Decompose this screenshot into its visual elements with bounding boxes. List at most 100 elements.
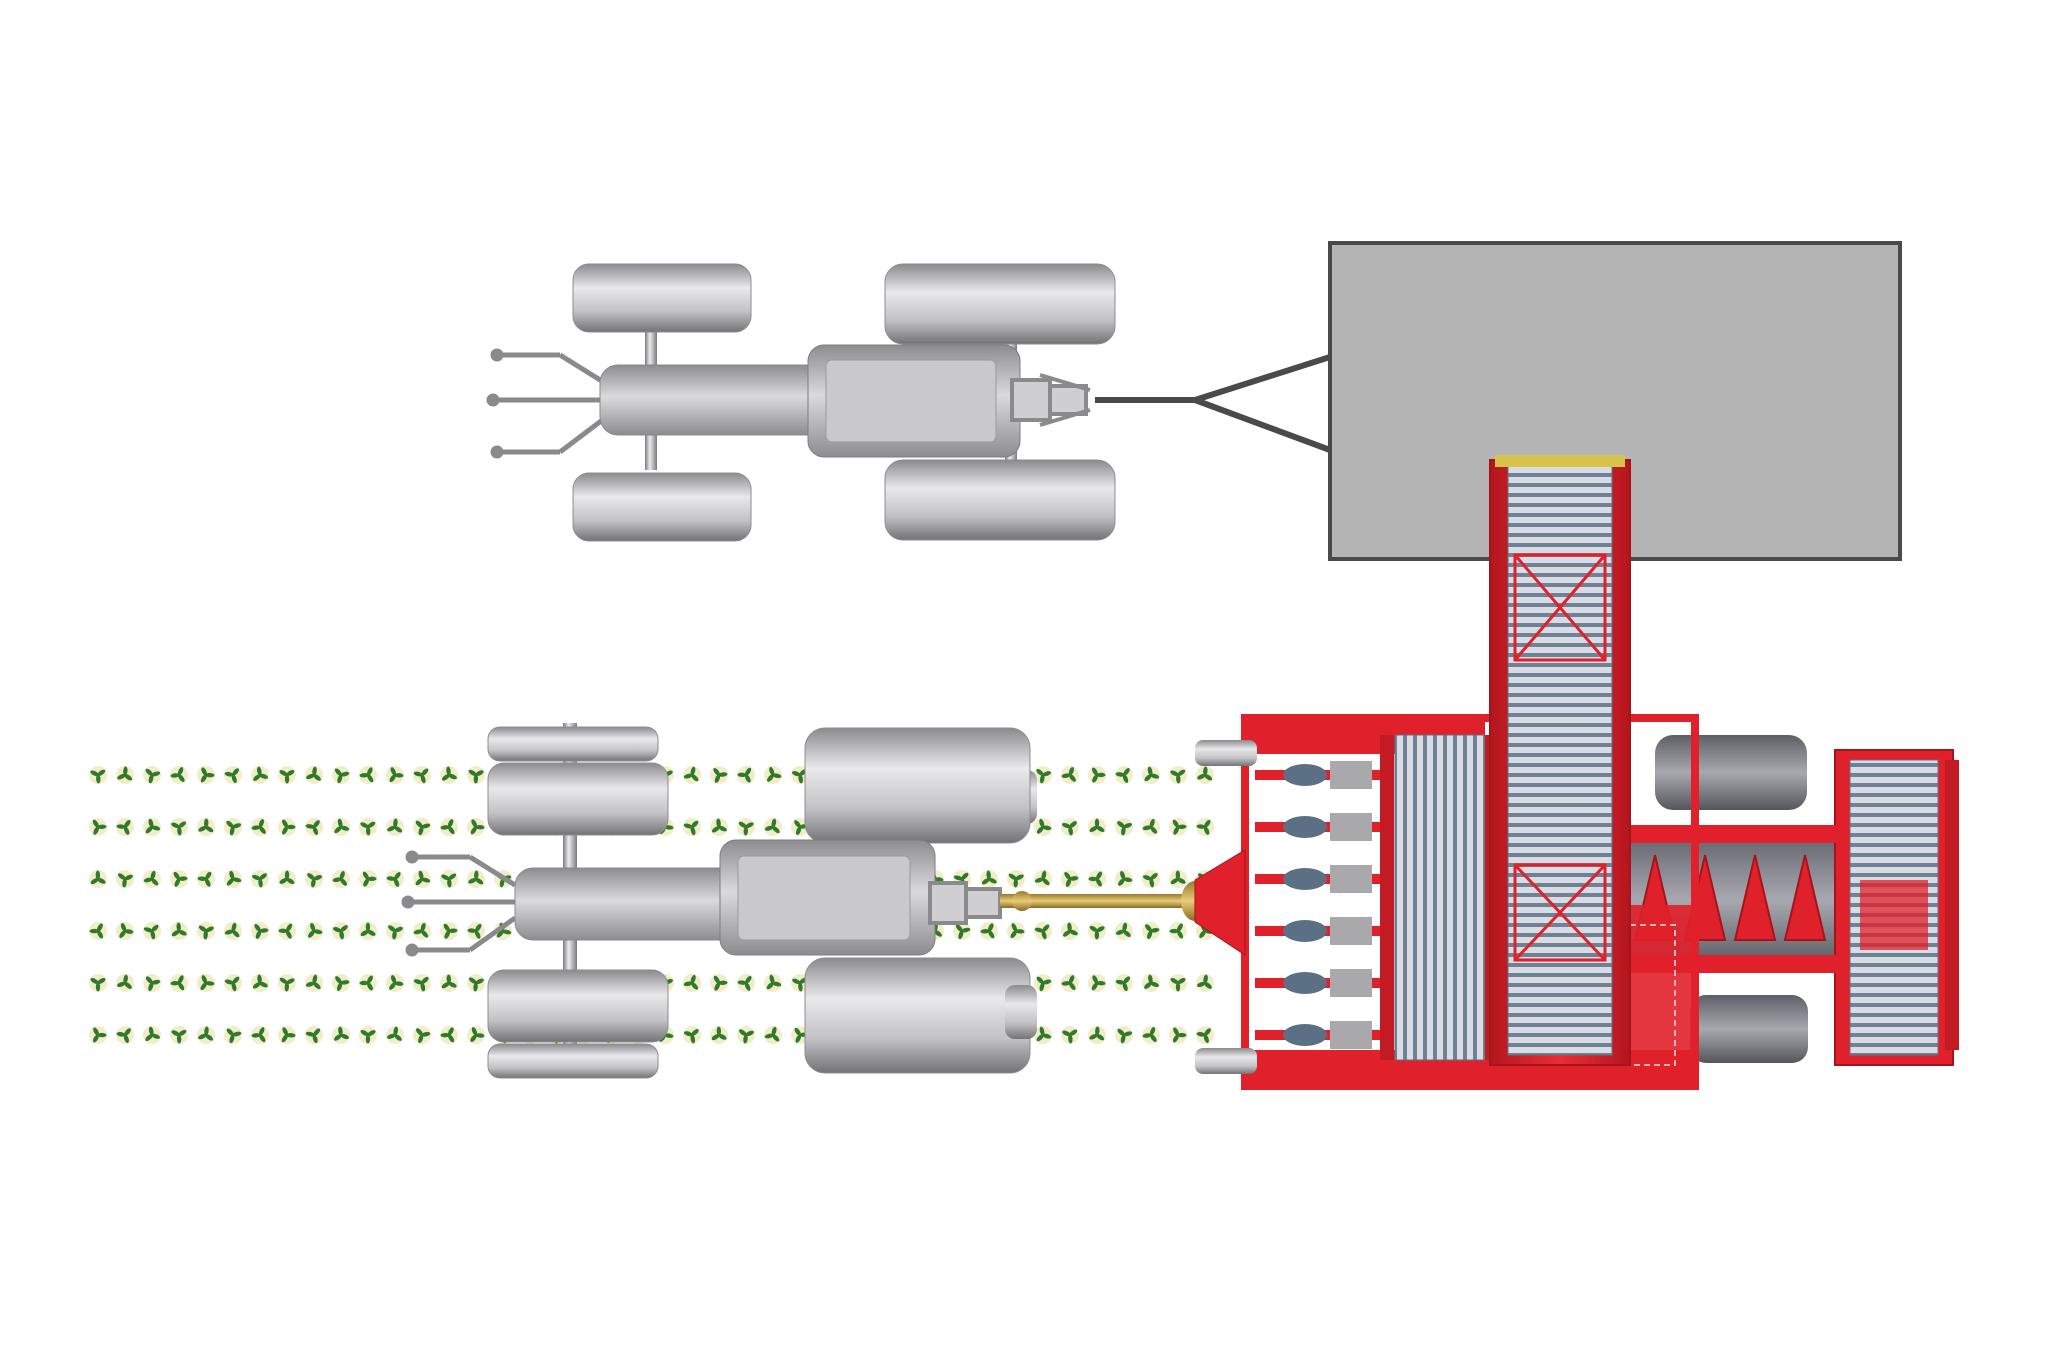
tractor-upper <box>486 263 1116 542</box>
crop-plant <box>170 974 188 992</box>
crop-plant <box>251 974 269 992</box>
crop-plant <box>305 818 323 836</box>
crop-plant <box>1169 1026 1187 1044</box>
crop-plant <box>278 922 296 940</box>
rear-right-wheel <box>804 957 1031 1074</box>
crop-plant <box>143 766 161 784</box>
crop-plant <box>1196 766 1214 784</box>
front-left-wheel-outer <box>487 726 659 762</box>
crop-plant <box>359 766 377 784</box>
crop-plant <box>467 766 485 784</box>
crop-plant <box>1088 1026 1106 1044</box>
crop-plant <box>1196 818 1214 836</box>
digging-share <box>1255 813 1385 841</box>
crop-plant <box>440 922 458 940</box>
tractor-hood-lower <box>514 867 741 941</box>
crop-plant <box>170 922 188 940</box>
crop-plant <box>683 1026 701 1044</box>
crop-plant <box>197 766 215 784</box>
crop-plant <box>197 818 215 836</box>
crop-plant <box>1061 818 1079 836</box>
rear-right-wheel <box>884 459 1116 541</box>
crop-plant <box>251 870 269 888</box>
crop-plant <box>1169 766 1187 784</box>
crop-plant <box>278 974 296 992</box>
crop-plant <box>359 1026 377 1044</box>
crop-plant <box>737 974 755 992</box>
rear-hitch <box>1010 373 1091 427</box>
crop-plant <box>683 974 701 992</box>
crop-plant <box>386 922 404 940</box>
crop-plant <box>1061 870 1079 888</box>
cleaning-rollers <box>1394 734 1486 1061</box>
digging-share <box>1255 865 1385 893</box>
crop-plant <box>413 974 431 992</box>
trailer-drawbar-arm-bottom <box>1193 397 1332 453</box>
crop-plant <box>89 818 107 836</box>
crop-plant <box>1034 870 1052 888</box>
crop-plant <box>1115 766 1133 784</box>
crop-plant <box>413 818 431 836</box>
crop-plant <box>251 766 269 784</box>
crop-plant <box>467 818 485 836</box>
crop-plant <box>143 974 161 992</box>
crop-plant <box>1034 818 1052 836</box>
crop-plant <box>116 1026 134 1044</box>
crop-plant <box>980 870 998 888</box>
crop-plant <box>116 766 134 784</box>
harvester-drawbar <box>1194 849 1246 956</box>
crop-plant <box>116 922 134 940</box>
crop-plant <box>224 818 242 836</box>
crop-plant <box>764 818 782 836</box>
digging-shares <box>1255 761 1385 1049</box>
crop-plant <box>1088 922 1106 940</box>
crop-plant <box>683 818 701 836</box>
crop-plant <box>953 922 971 940</box>
crop-plant <box>197 974 215 992</box>
crop-plant <box>440 766 458 784</box>
crop-plant <box>278 818 296 836</box>
crop-plant <box>332 974 350 992</box>
crop-plant <box>359 870 377 888</box>
trailer-drawbar-arm-top <box>1194 354 1331 403</box>
crop-plant <box>1115 870 1133 888</box>
crop-plant <box>1088 974 1106 992</box>
crop-plant <box>764 766 782 784</box>
crop-plant <box>1142 1026 1160 1044</box>
crop-plant <box>1142 818 1160 836</box>
front-right-wheel-outer <box>487 1043 659 1079</box>
crop-plant <box>737 1026 755 1044</box>
crop-plant <box>1169 974 1187 992</box>
crop-plant <box>440 974 458 992</box>
crop-plant <box>467 974 485 992</box>
crop-plant <box>467 870 485 888</box>
crop-plant <box>89 766 107 784</box>
crop-plant <box>332 922 350 940</box>
crop-plant <box>710 1026 728 1044</box>
crop-plant <box>1196 1026 1214 1044</box>
crop-plant <box>278 870 296 888</box>
digging-share <box>1255 969 1385 997</box>
crop-plant <box>278 766 296 784</box>
crop-plant <box>305 1026 323 1044</box>
crop-plant <box>170 766 188 784</box>
crop-plant <box>710 766 728 784</box>
crop-plant <box>170 870 188 888</box>
crop-plant <box>359 974 377 992</box>
crop-plant <box>305 974 323 992</box>
crop-plant <box>1169 922 1187 940</box>
crop-plant <box>143 922 161 940</box>
crop-plant <box>1061 766 1079 784</box>
digging-share <box>1255 1021 1385 1049</box>
harvester-tyre-bottom <box>1690 995 1808 1063</box>
crop-plant <box>413 922 431 940</box>
crop-plant <box>413 766 431 784</box>
crop-plant <box>197 922 215 940</box>
crop-plant <box>251 818 269 836</box>
crop-plant <box>1034 974 1052 992</box>
crop-plant <box>332 818 350 836</box>
crop-plant <box>89 922 107 940</box>
crop-plant <box>305 870 323 888</box>
front-right-wheel <box>572 472 752 542</box>
crop-plant <box>467 922 485 940</box>
